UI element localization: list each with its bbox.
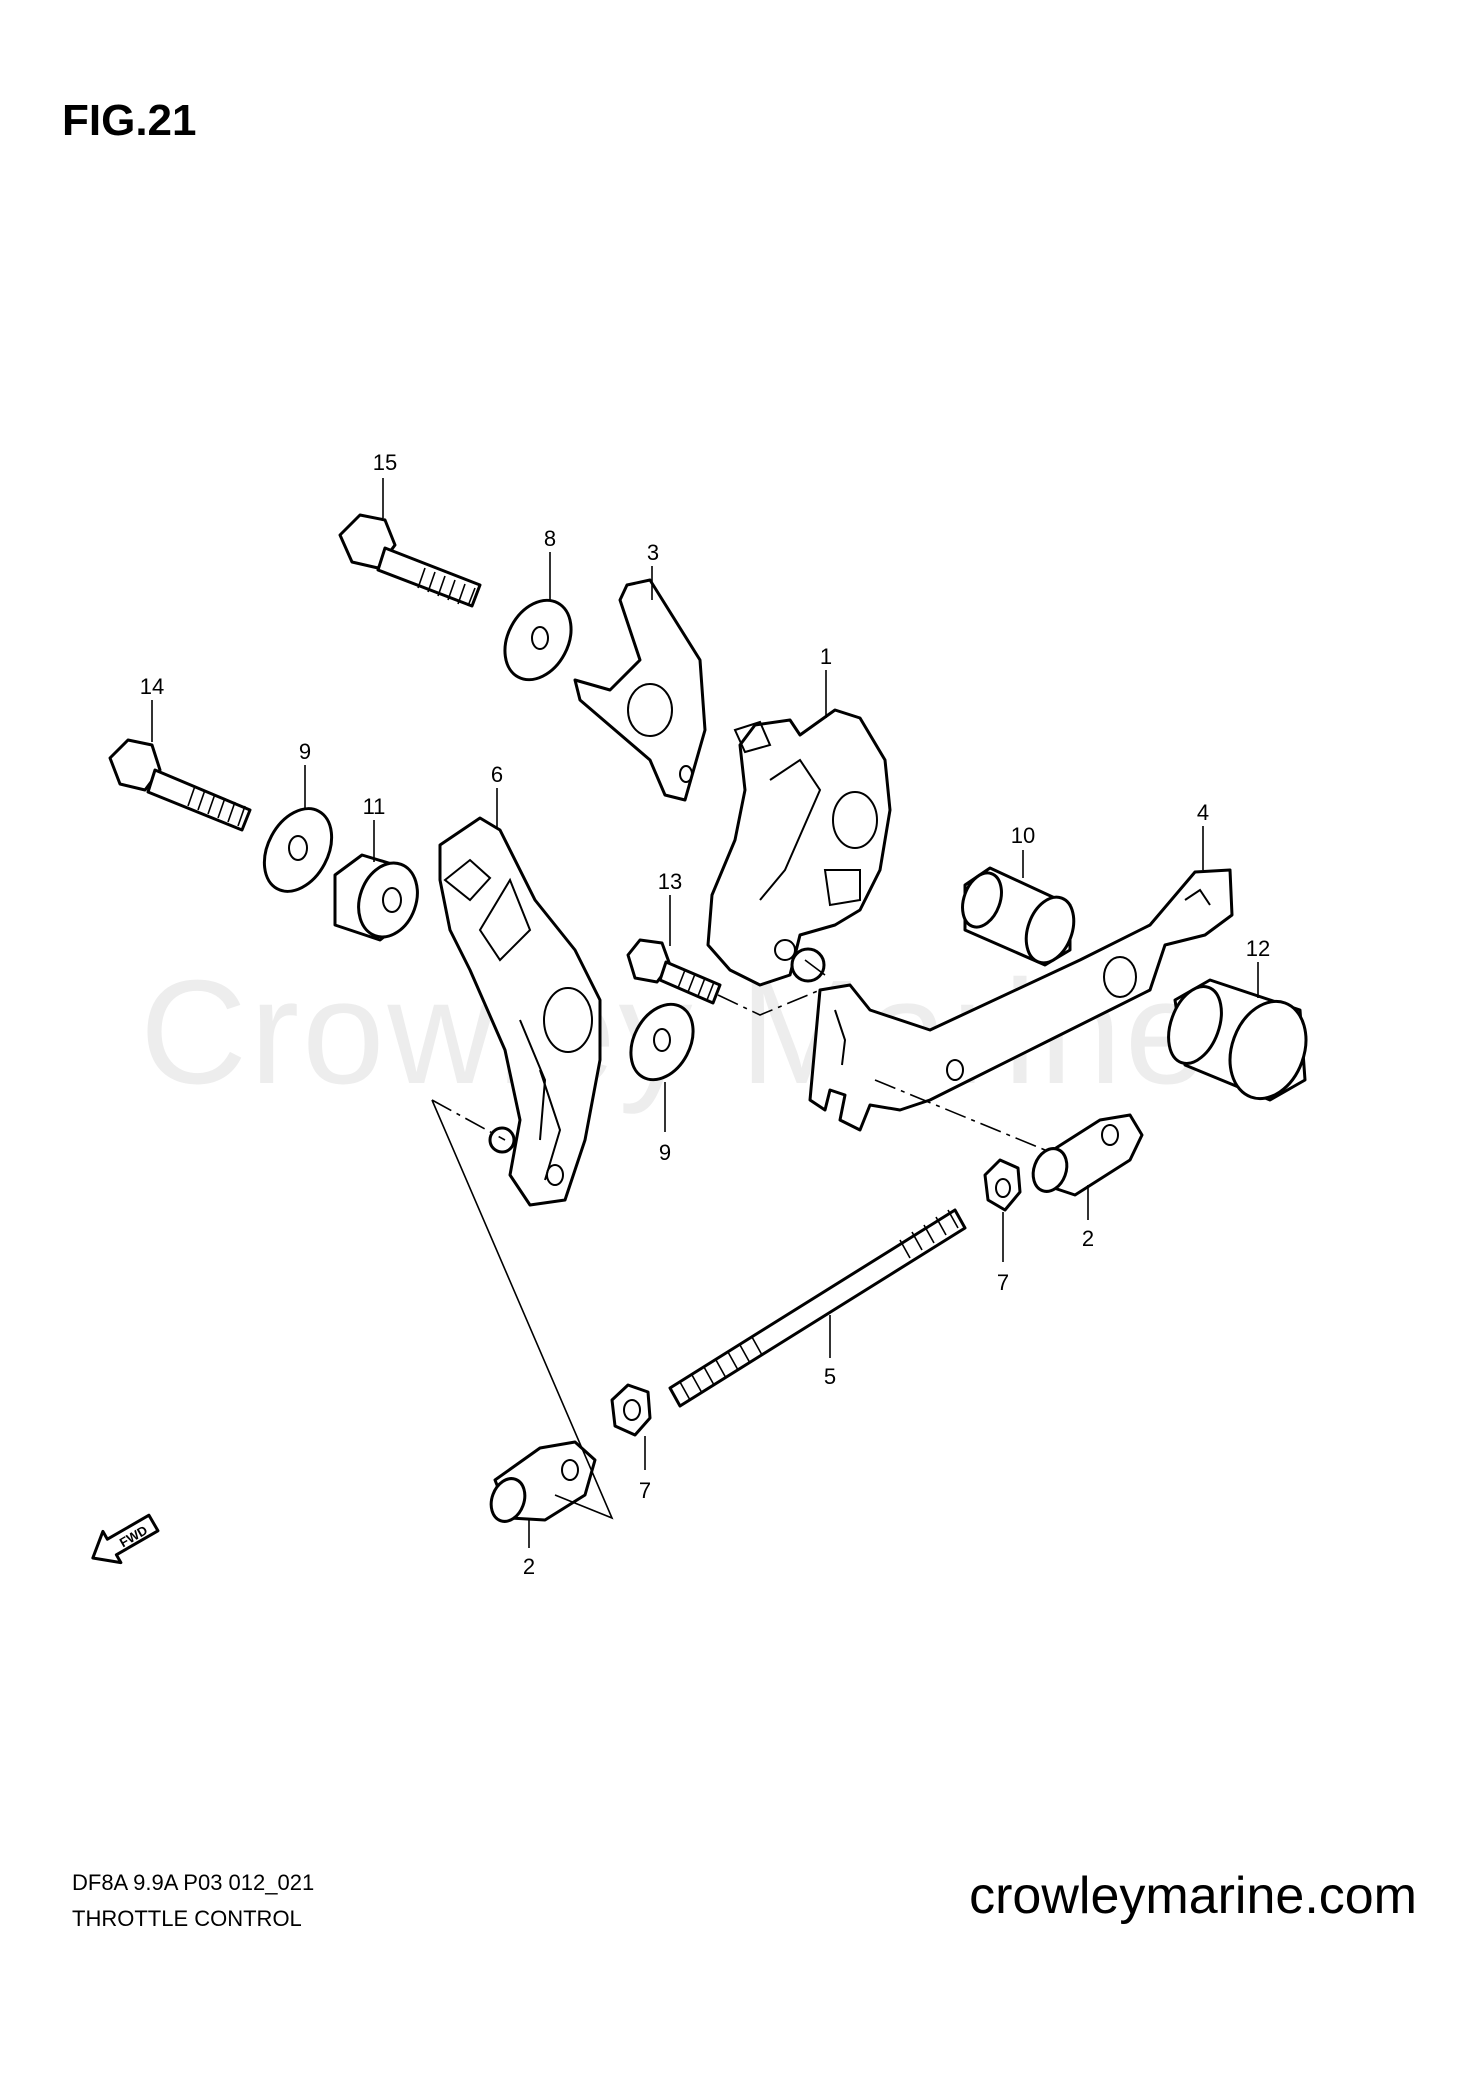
assembly-line-3 [431,1099,506,1141]
part-10-collar[interactable] [956,866,1083,970]
callout-3: 3 [647,540,659,565]
part-11-collar[interactable] [333,853,427,946]
callout-6: 6 [491,762,503,787]
callout-7b: 7 [639,1478,651,1503]
part-5-threaded-rod[interactable] [668,1208,967,1408]
callout-2b: 2 [523,1554,535,1579]
callout-9b: 9 [659,1140,671,1165]
assembly-line-4 [431,1099,614,1520]
assembly-line-2 [874,1079,1046,1151]
part-3-bracket[interactable] [573,578,707,802]
part-6-lever[interactable] [438,816,602,1207]
callout-2a: 2 [1082,1226,1094,1251]
callout-9a: 9 [299,739,311,764]
part-4-link-arm[interactable] [808,868,1234,1132]
part-8-washer[interactable] [492,589,584,691]
part-2-rod-end-left[interactable] [485,1440,597,1526]
callout-7a: 7 [997,1270,1009,1295]
part-9-washer-upper[interactable] [251,797,345,903]
callout-5: 5 [824,1364,836,1389]
callout-1: 1 [820,644,832,669]
callout-14: 14 [140,674,164,699]
part-2-rod-end-right[interactable] [1027,1113,1144,1197]
part-12-collar[interactable] [1159,978,1319,1109]
fwd-arrow-icon: FWD [91,1513,160,1565]
callout-12: 12 [1246,936,1270,961]
part-7-nut-right[interactable] [983,1158,1022,1212]
callout-4: 4 [1197,800,1209,825]
diagram-caption: THROTTLE CONTROL [72,1906,302,1931]
figure-title: FIG.21 [62,96,197,145]
callout-11: 11 [363,794,386,819]
part-7-nut-left[interactable] [610,1383,652,1437]
part-9-washer-lower[interactable] [618,994,705,1091]
callout-15: 15 [373,450,397,475]
site-url[interactable]: crowleymarine.com [969,1867,1417,1925]
diagram-code: DF8A 9.9A P03 012_021 [72,1870,315,1895]
callout-10: 10 [1011,823,1035,848]
callout-8: 8 [544,526,556,551]
part-1-cam[interactable] [706,708,892,987]
part-14-bolt[interactable] [108,738,252,832]
assembly-line-5 [804,959,826,976]
part-15-bolt[interactable] [338,513,482,608]
part-13-bolt[interactable] [626,938,722,1005]
assembly-line-1 [717,989,821,1016]
callout-13: 13 [658,869,682,894]
